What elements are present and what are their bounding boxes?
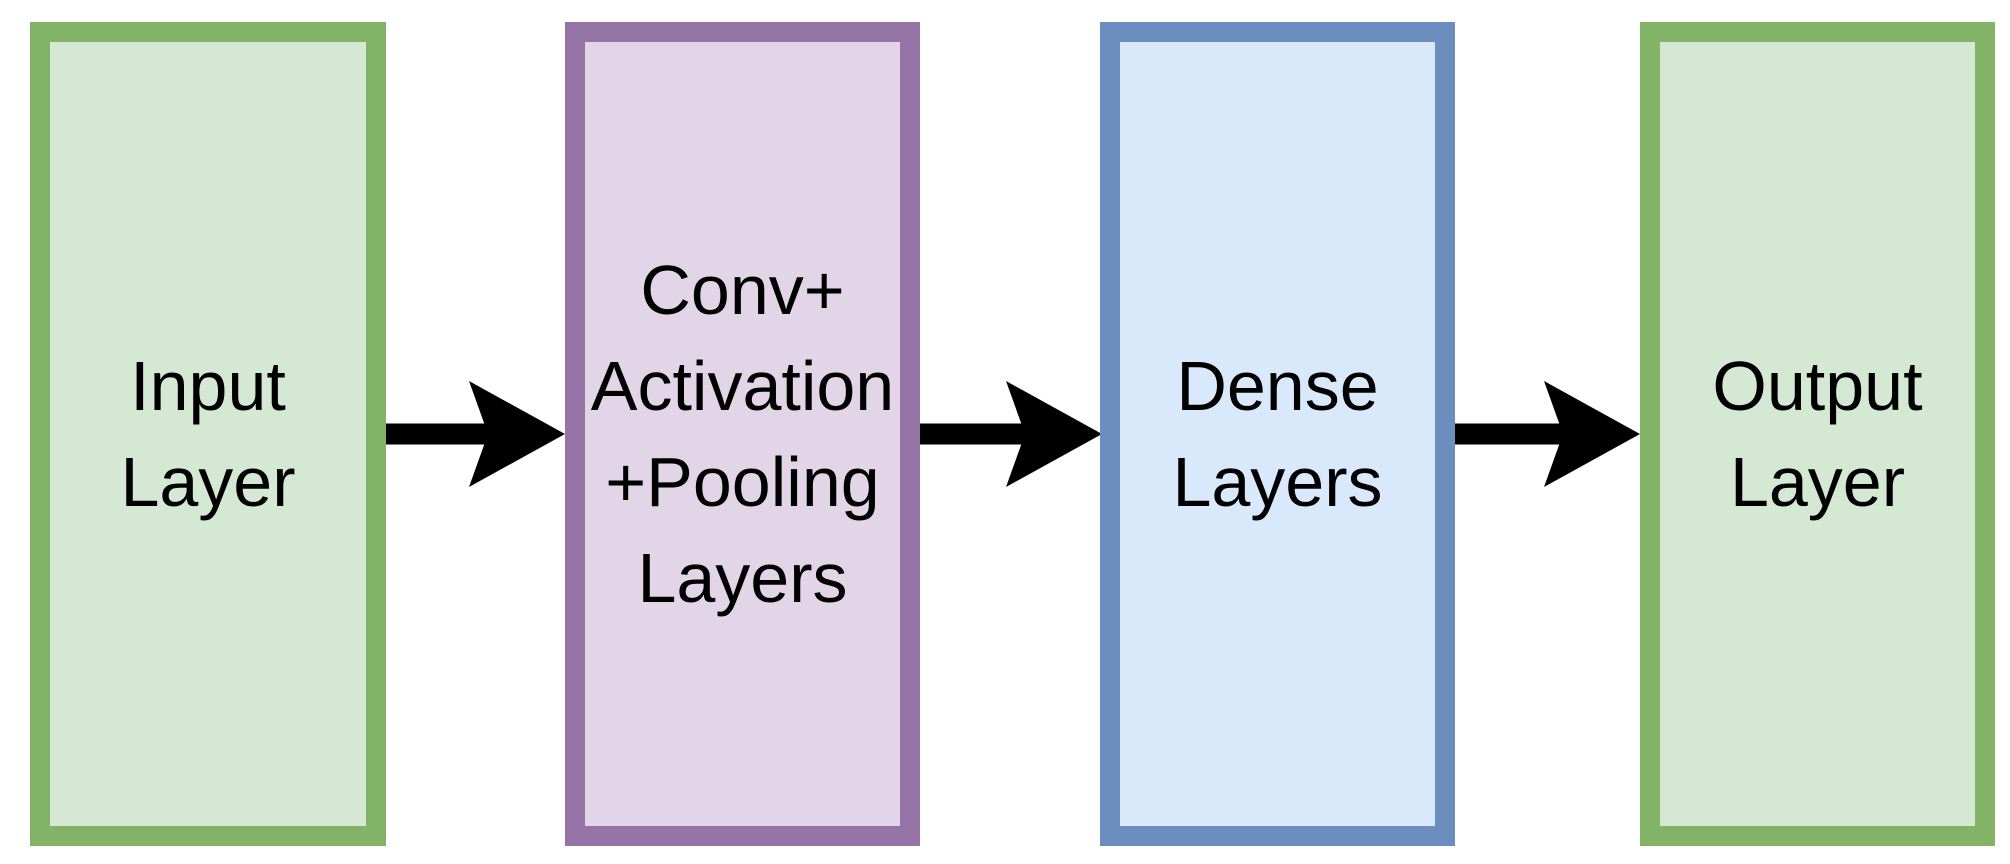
node-conv-activation-pooling-layers: Conv+ Activation +Pooling Layers <box>565 22 920 846</box>
node-input-layer: Input Layer <box>30 22 386 846</box>
node-output-layer: Output Layer <box>1640 22 1995 846</box>
node-output-layer-label: Output Layer <box>1712 347 1923 521</box>
node-input-layer-label: Input Layer <box>120 347 296 521</box>
node-dense-layers: Dense Layers <box>1100 22 1455 846</box>
arrow-conv-to-dense-icon <box>920 379 1102 489</box>
node-conv-activation-pooling-layers-label: Conv+ Activation +Pooling Layers <box>590 251 895 617</box>
arrow-dense-to-output-icon <box>1455 379 1640 489</box>
node-dense-layers-label: Dense Layers <box>1172 347 1383 521</box>
arrow-input-to-conv-icon <box>386 379 565 489</box>
